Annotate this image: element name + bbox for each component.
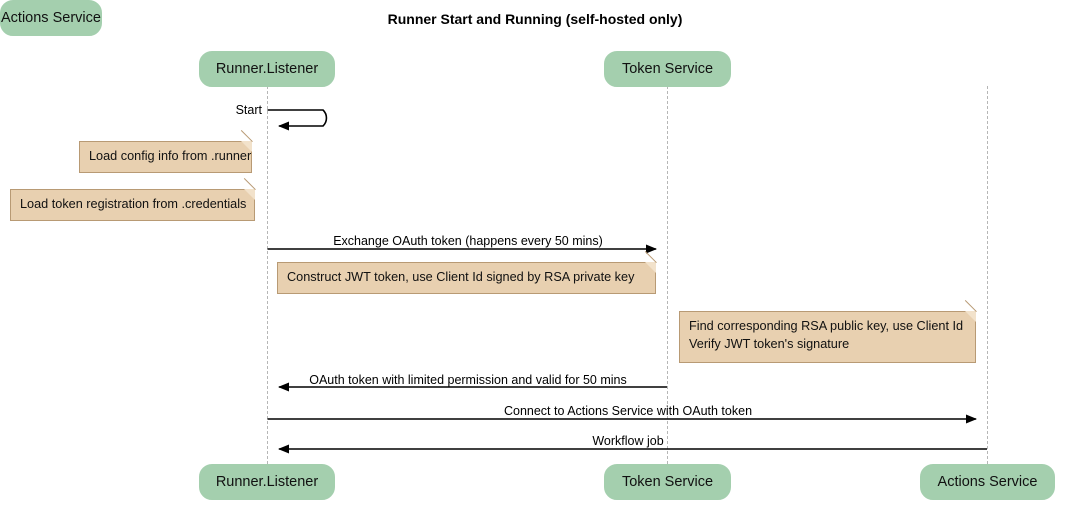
actor-label: Token Service xyxy=(621,474,714,490)
lifeline-token xyxy=(667,86,668,464)
msg-label-exchange-oauth-token: Exchange OAuth token (happens every 50 m… xyxy=(333,234,603,248)
actor-label: Actions Service xyxy=(937,474,1038,490)
actor-actions-service-top[interactable]: Actions Service xyxy=(0,0,102,36)
page-title: Runner Start and Running (self-hosted on… xyxy=(387,11,683,27)
actor-label: Runner.Listener xyxy=(215,61,319,77)
actor-actions-service-bottom[interactable]: Actions Service xyxy=(920,464,1055,500)
note-fold-icon xyxy=(965,311,976,322)
msg-label-workflow-job: Workflow job xyxy=(592,434,664,448)
note-line: Find corresponding RSA public key, use C… xyxy=(689,319,964,333)
note-fold-icon xyxy=(645,262,656,273)
note-verify-jwt-signature: Find corresponding RSA public key, use C… xyxy=(679,300,976,363)
note-line: Load config info from .runner xyxy=(89,149,252,163)
note-line: Load token registration from .credential… xyxy=(20,197,247,211)
actor-runner-listener-bottom[interactable]: Runner.Listener xyxy=(199,464,335,500)
note-fold-icon xyxy=(244,189,255,200)
actor-label: Runner.Listener xyxy=(215,474,319,490)
actor-label: Token Service xyxy=(621,61,714,77)
note-fold-icon xyxy=(241,141,252,152)
arrow-start-self xyxy=(267,109,328,131)
lifeline-actions xyxy=(987,86,988,464)
note-load-token-registration: Load token registration from .credential… xyxy=(10,178,255,221)
note-line: Construct JWT token, use Client Id signe… xyxy=(287,270,635,284)
msg-label-oauth-token-return: OAuth token with limited permission and … xyxy=(309,373,627,387)
lifeline-runner xyxy=(267,86,268,464)
actor-token-service-top[interactable]: Token Service xyxy=(604,51,731,87)
msg-label-connect-actions-service: Connect to Actions Service with OAuth to… xyxy=(503,404,753,418)
actor-label: Actions Service xyxy=(1,10,101,26)
actor-runner-listener-top[interactable]: Runner.Listener xyxy=(199,51,335,87)
note-load-config: Load config info from .runner xyxy=(79,130,252,173)
note-line: Verify JWT token's signature xyxy=(689,337,850,351)
msg-label-start: Start xyxy=(235,103,262,117)
actor-token-service-bottom[interactable]: Token Service xyxy=(604,464,731,500)
note-construct-jwt-token: Construct JWT token, use Client Id signe… xyxy=(277,251,656,294)
